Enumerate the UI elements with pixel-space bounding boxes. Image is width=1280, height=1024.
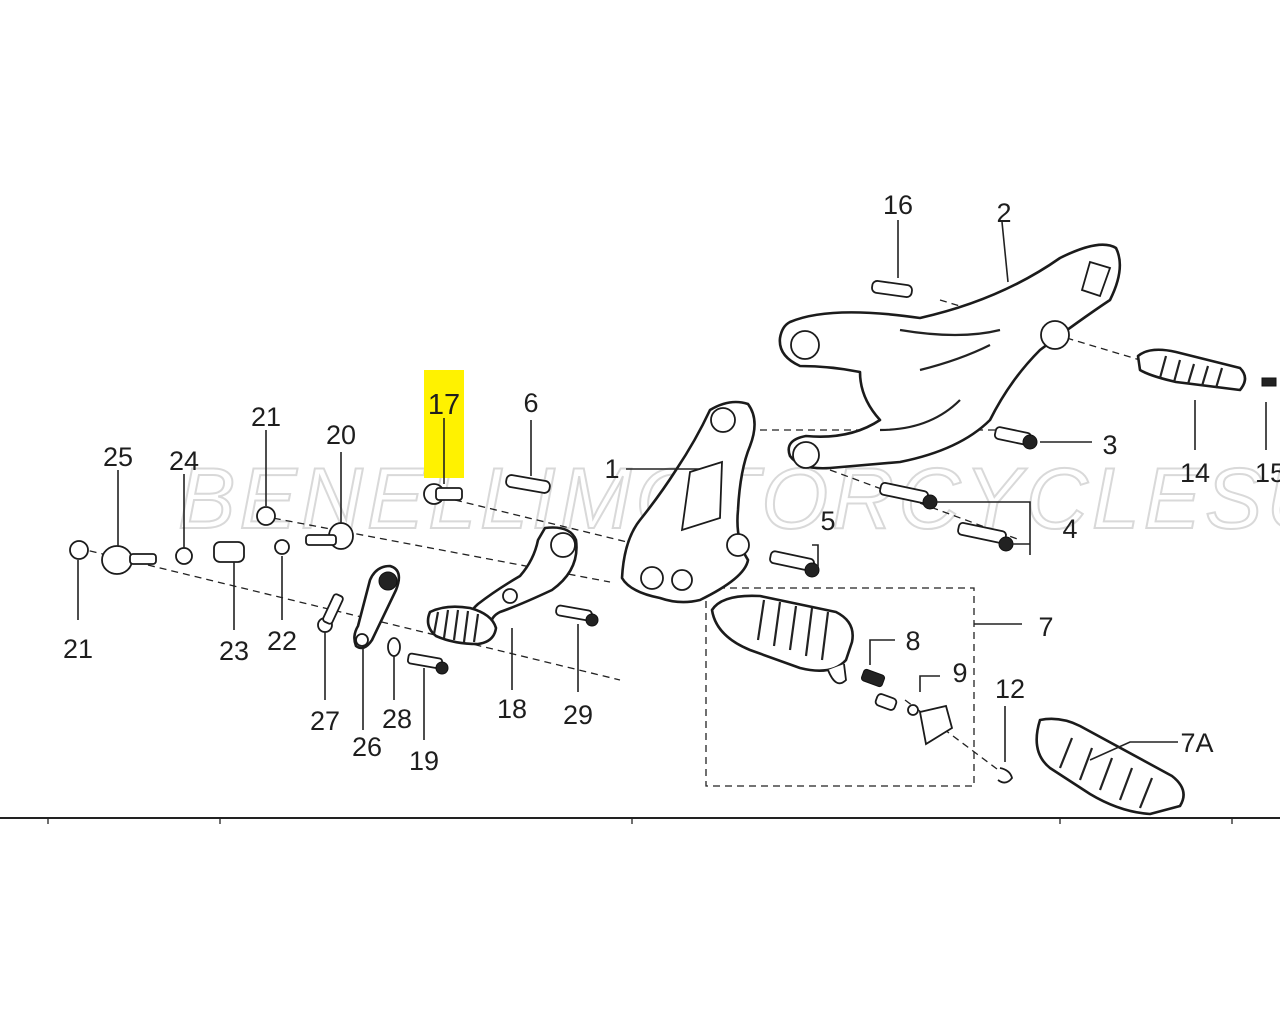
label-3: 3 [1102, 430, 1117, 460]
label-6: 6 [523, 388, 538, 418]
part-labels: 16 2 3 4 5 6 1 7 8 9 12 7A 14 15 17 20 2… [63, 190, 1280, 776]
label-8: 8 [905, 626, 920, 656]
label-19: 19 [409, 746, 439, 776]
label-21-top: 21 [251, 402, 281, 432]
label-7: 7 [1038, 612, 1053, 642]
label-27: 27 [310, 706, 340, 736]
label-23: 23 [219, 636, 249, 666]
label-4: 4 [1062, 514, 1077, 544]
label-29: 29 [563, 700, 593, 730]
group-7-box [705, 587, 975, 787]
label-26: 26 [352, 732, 382, 762]
shift-lever-part-18 [426, 526, 578, 646]
leader-lines [77, 220, 1267, 762]
label-25: 25 [103, 442, 133, 472]
label-1: 1 [604, 454, 619, 484]
front-bracket-part-1 [620, 400, 756, 604]
label-24: 24 [169, 446, 199, 476]
label-15: 15 [1255, 458, 1280, 488]
label-28: 28 [382, 704, 412, 734]
label-9: 9 [952, 658, 967, 688]
label-18: 18 [497, 694, 527, 724]
label-7a: 7A [1180, 728, 1213, 758]
label-17: 17 [428, 389, 460, 421]
label-2: 2 [996, 198, 1011, 228]
label-14: 14 [1180, 458, 1210, 488]
label-5: 5 [820, 506, 835, 536]
label-22: 22 [267, 626, 297, 656]
label-12: 12 [995, 674, 1025, 704]
rear-bracket-part-2 [778, 243, 1122, 470]
label-20: 20 [326, 420, 356, 450]
label-21-bottom: 21 [63, 634, 93, 664]
label-16: 16 [883, 190, 913, 220]
linkage-arm-part-26 [353, 564, 401, 650]
fasteners [69, 280, 1277, 816]
